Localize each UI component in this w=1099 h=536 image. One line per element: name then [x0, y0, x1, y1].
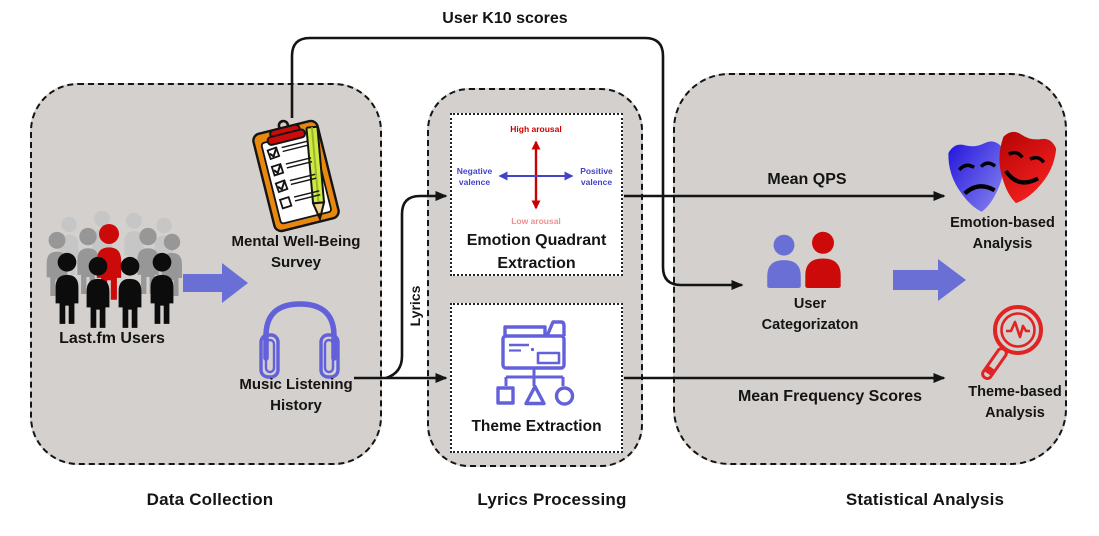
k10-flow-label: User K10 scores: [442, 10, 568, 27]
user-categorization-label: User Categorizaton: [761, 296, 859, 333]
survey-label: Mental Well-Being Survey: [231, 233, 361, 272]
magnifier-waveform-icon: [981, 305, 1043, 381]
positive-valence-label: Positive valence: [580, 166, 613, 187]
lastfm-users-label: Last.fm Users: [59, 330, 165, 347]
lyrics-processing-title: Lyrics Processing: [477, 490, 627, 509]
headphones-icon: [259, 301, 340, 379]
data-collection-title: Data Collection: [146, 490, 274, 509]
theater-masks-icon: [948, 131, 1057, 212]
lyrics-flow-line-emotion: [385, 191, 448, 380]
categorization-to-analysis-arrow: [893, 259, 966, 301]
statistical-analysis-title: Statistical Analysis: [845, 490, 1005, 509]
statistical-analysis-zone: [673, 73, 1067, 465]
mean-qps-label: Mean QPS: [767, 171, 847, 188]
k10-flow-line: [290, 36, 744, 290]
pencil-icon: [305, 125, 326, 222]
user-pair-icon: [767, 231, 841, 288]
emotion-based-label: Emotion-based Analysis: [950, 215, 1055, 252]
high-arousal-label: High arousal: [510, 124, 562, 134]
lyrics-flow-label: Lyrics: [407, 285, 423, 327]
crowd-to-sources-arrow: [183, 263, 248, 303]
theme-extraction-title: Theme Extraction: [471, 418, 602, 435]
survey-clipboard-icon: [252, 119, 340, 233]
theme-based-label: Theme-based Analysis: [968, 384, 1062, 421]
emotion-quadrant-title: Emotion Quadrant Extraction: [466, 232, 607, 272]
lastfm-crowd-icon: [46, 210, 182, 328]
theme-folder-tree-icon: [496, 320, 575, 406]
negative-valence-label: Negative valence: [456, 166, 493, 187]
mean-freq-label: Mean Frequency Scores: [737, 388, 923, 405]
low-arousal-label: Low arousal: [511, 216, 561, 226]
music-history-label: Music Listening History: [239, 376, 353, 415]
emotion-quadrant-axes-icon: [498, 140, 574, 210]
